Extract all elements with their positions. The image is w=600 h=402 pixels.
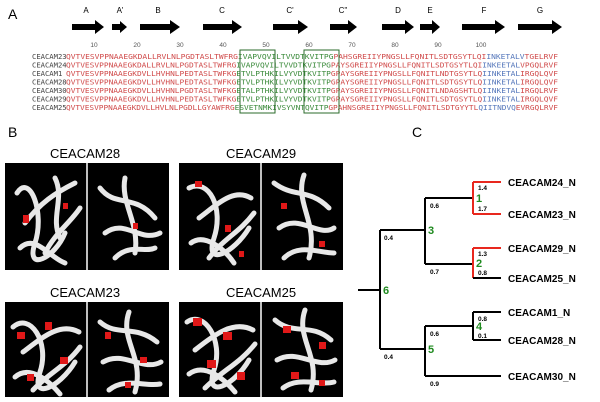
ribbon-render (184, 302, 338, 397)
tree-leaf: CEACAM29_N (508, 244, 576, 255)
panel-b-letter: B (8, 124, 18, 140)
ribbon-render (186, 163, 337, 270)
alignment-row-name: CEACAM25 (32, 103, 67, 112)
tree-node-label: 4 (476, 321, 483, 333)
alignment-row-name: CEACAM30 (32, 86, 67, 95)
strand-arrow-a (72, 20, 104, 34)
strand-arrow-b (140, 20, 180, 34)
structure-title: CEACAM25 (226, 285, 297, 300)
branch-value: 0.6 (430, 331, 439, 338)
tree-leaf: CEACAM23_N (508, 210, 576, 221)
ribbon-structure-ceacam25 (179, 302, 343, 397)
ruler-tick: 60 (305, 42, 313, 49)
strand-label: E (427, 6, 432, 15)
alignment-panel: A A' B C C' C'' D E F G 10 20 30 40 50 6… (32, 6, 562, 114)
ruler-tick: 80 (391, 42, 399, 49)
ruler-tick: 40 (219, 42, 227, 49)
tree-node-label: 2 (476, 258, 482, 270)
ribbon-structure-ceacam29 (179, 163, 343, 270)
tree-node-label: 5 (428, 344, 434, 356)
ribbon-structure-ceacam23 (5, 302, 169, 397)
tree-node-label: 6 (383, 285, 389, 297)
tree-node-label: 1 (476, 193, 482, 205)
ruler-tick: 10 (90, 42, 98, 49)
strand-label: A (83, 6, 89, 15)
tree-node-label: 3 (428, 225, 434, 237)
alignment-row-name: CEACAM28 (32, 78, 67, 87)
highlight-box-c-double-prime (303, 49, 340, 114)
ruler-tick: 50 (262, 42, 270, 49)
branch-value: 0.6 (430, 203, 439, 210)
panel-a-letter: A (8, 6, 18, 22)
highlight-box-c-prime (239, 49, 276, 114)
strand-label: C (219, 6, 225, 15)
strand-arrows (72, 20, 562, 34)
ribbon-render (10, 302, 164, 397)
phylogenetic-tree: CEACAM24_N CEACAM23_N CEACAM29_N CEACAM2… (358, 178, 576, 388)
strand-labels: A A' B C C' C'' D E F G (83, 6, 543, 15)
ruler-tick: 100 (476, 42, 487, 49)
branch-value: 0.8 (478, 270, 487, 277)
tree-leaf: CEACAM1_N (508, 308, 570, 319)
strand-arrow-d (382, 20, 414, 34)
tree-leaf: CEACAM24_N (508, 178, 576, 189)
panel-c-letter: C (412, 124, 423, 140)
strand-arrow-c (203, 20, 242, 34)
tree-leaf: CEACAM30_N (508, 372, 576, 383)
position-ruler: 10 20 30 40 50 60 70 80 90 100 (90, 42, 486, 49)
strand-arrow-a-prime (112, 21, 127, 33)
alignment-row-name: CEACAM24 (32, 61, 67, 70)
ribbon-structure-ceacam28 (5, 163, 169, 270)
alignment-row-name: CEACAM29 (32, 95, 67, 104)
strand-label: D (395, 6, 401, 15)
strand-label: C'' (339, 6, 348, 15)
branch-value: 0.1 (478, 333, 487, 340)
branch-value: 1.4 (478, 185, 487, 192)
tree-leaf: CEACAM25_N (508, 274, 576, 285)
branch-value: 0.9 (430, 381, 439, 388)
ruler-tick: 20 (133, 42, 141, 49)
strand-arrow-e (420, 20, 440, 34)
branch-value: 0.7 (430, 269, 439, 276)
branch-value: 0.4 (384, 235, 393, 242)
structure-title: CEACAM23 (50, 285, 121, 300)
strand-label: C' (286, 6, 294, 15)
branch-value: 0.4 (384, 354, 393, 361)
strand-label: G (537, 6, 543, 15)
ruler-tick: 30 (176, 42, 184, 49)
structure-title: CEACAM28 (50, 146, 121, 161)
strand-arrow-f (462, 20, 505, 34)
alignment-row-name: CEACAM1 (32, 69, 62, 78)
strand-arrow-c-double-prime (330, 20, 357, 34)
ruler-tick: 90 (434, 42, 442, 49)
structure-title: CEACAM29 (226, 146, 297, 161)
ruler-tick: 70 (348, 42, 356, 49)
branch-value: 1.3 (478, 251, 487, 258)
alignment-row-name: CEACAM23 (32, 52, 67, 61)
branch-value: 1.7 (478, 206, 487, 213)
tree-leaf: CEACAM28_N (508, 336, 576, 347)
strand-arrow-g (518, 20, 562, 34)
strand-label: A' (117, 6, 124, 15)
strand-label: F (482, 6, 487, 15)
ribbon-render (14, 163, 163, 270)
strand-label: B (155, 6, 160, 15)
branch-value: 0.8 (478, 316, 487, 323)
strand-arrow-c-prime (273, 20, 308, 34)
